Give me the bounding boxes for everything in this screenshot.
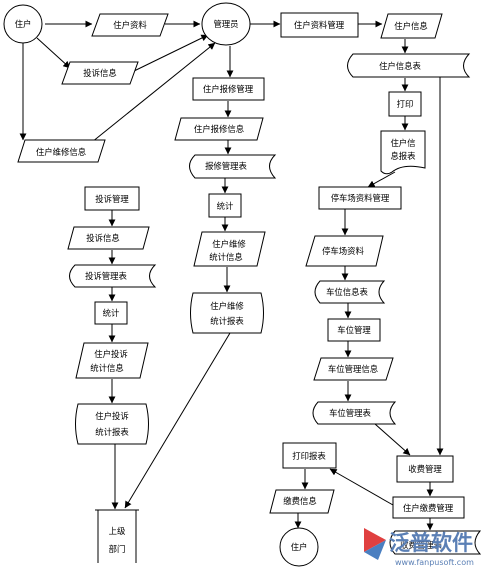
label-repair-stats-info-1: 住户维修 xyxy=(212,239,246,249)
watermark: 泛普软件 www.fanpusoft.com xyxy=(364,528,474,567)
label-complaint-stats-info-2: 统计信息 xyxy=(90,363,124,373)
label-complaint-info: 投诉信息 xyxy=(86,233,120,243)
node-superior-dept: 上级 部门 xyxy=(95,509,139,563)
node-repair-table: 报修管理表 xyxy=(189,154,277,179)
node-maintenance-info-top: 住户维修信息 xyxy=(17,139,106,163)
node-admin: 管理员 xyxy=(201,2,251,46)
label-parking-info: 停车场资料 xyxy=(322,246,364,256)
node-repair-info: 住户报修信息 xyxy=(174,117,264,141)
label-print-report: 打印报表 xyxy=(292,451,326,461)
node-complaint-table: 投诉管理表 xyxy=(69,264,157,288)
label-fee-mgmt: 收费管理 xyxy=(408,464,442,474)
node-complaint-stats-report: 住户投诉 统计报表 xyxy=(75,403,149,445)
watermark-url: www.fanpusoft.com xyxy=(395,558,474,567)
node-resident-bottom: 住户 xyxy=(279,527,319,567)
label-repair-info: 住户报修信息 xyxy=(194,124,244,134)
label-complaint-stats-info-1: 住户投诉 xyxy=(94,349,128,359)
label-complaint-table: 投诉管理表 xyxy=(85,271,127,281)
node-space-mgmt: 车位管理 xyxy=(327,318,381,342)
node-print-report: 打印报表 xyxy=(282,442,337,469)
node-space-info-table: 车位信息表 xyxy=(314,280,386,304)
label-complaint-mgmt: 投诉管理 xyxy=(95,194,129,204)
arrow-resident-fee-to-print-report xyxy=(329,468,394,506)
label-fee-table: 收费管理表 xyxy=(400,540,442,550)
node-repair-stats: 统计 xyxy=(208,193,242,218)
node-resident-fee-mgmt: 住户缴费管理 xyxy=(392,496,465,519)
arrow-maintenance-info-to-admin xyxy=(91,42,216,143)
label-maintenance-info-top: 住户维修信息 xyxy=(36,147,86,157)
node-print: 打印 xyxy=(388,91,422,117)
label-superior-dept-2: 部门 xyxy=(109,544,126,554)
node-space-mgmt-table: 车位管理表 xyxy=(312,401,397,425)
label-admin: 管理员 xyxy=(213,19,238,29)
node-complaint-info: 投诉信息 xyxy=(67,226,150,250)
node-resident-info: 住户资料 xyxy=(91,13,169,37)
label-repair-stats-info-2: 统计信息 xyxy=(209,252,243,262)
node-resident-info-report: 住户信 息报表 xyxy=(380,130,426,175)
node-parking-mgmt: 停车场资料管理 xyxy=(318,186,402,210)
arrow-repair-report-to-superior xyxy=(124,332,231,509)
watermark-brand: 泛普软件 xyxy=(389,531,473,555)
label-repair-stats-report-2: 统计报表 xyxy=(210,316,244,326)
label-space-mgmt-table: 车位管理表 xyxy=(329,408,371,418)
label-resident-info-report-2: 息报表 xyxy=(390,151,416,161)
connectors xyxy=(19,20,444,531)
node-complaint-stats-info: 住户投诉 统计信息 xyxy=(75,342,149,379)
label-space-mgmt: 车位管理 xyxy=(337,325,371,335)
label-print: 打印 xyxy=(397,99,414,109)
label-resident-top: 住户 xyxy=(15,19,32,29)
label-complaint-stats: 统计 xyxy=(103,308,120,318)
label-repair-mgmt: 住户报修管理 xyxy=(203,84,254,94)
label-parking-mgmt: 停车场资料管理 xyxy=(331,193,390,203)
node-space-mgmt-info: 车位管理信息 xyxy=(313,357,394,381)
label-resident-bottom: 住户 xyxy=(291,542,308,552)
node-resident-top: 住户 xyxy=(3,4,43,44)
node-repair-stats-info: 住户维修 统计信息 xyxy=(193,231,266,267)
node-payment-info: 缴费信息 xyxy=(269,489,335,514)
label-payment-info: 缴费信息 xyxy=(283,496,317,506)
label-repair-table: 报修管理表 xyxy=(205,161,247,171)
node-repair-stats-report: 住户维修 统计报表 xyxy=(190,292,264,334)
label-resident-info: 住户资料 xyxy=(113,20,147,30)
label-resident-info-out: 住户信息 xyxy=(394,21,428,31)
label-complaint-stats-report-1: 住户投诉 xyxy=(95,411,129,421)
node-repair-mgmt: 住户报修管理 xyxy=(192,77,265,101)
node-resident-info-out: 住户信息 xyxy=(380,13,443,39)
label-repair-stats-report-1: 住户维修 xyxy=(210,301,244,311)
arrow-report-to-parking-mgmt xyxy=(367,171,396,188)
watermark-logo-icon xyxy=(364,528,386,560)
arrow-complaint-info-to-admin xyxy=(131,34,209,73)
label-complaint-stats-report-2: 统计报表 xyxy=(95,427,129,437)
node-fee-mgmt: 收费管理 xyxy=(396,455,454,483)
node-complaint-info-top: 投诉信息 xyxy=(61,61,139,85)
node-complaint-mgmt: 投诉管理 xyxy=(84,186,140,211)
label-resident-fee-mgmt: 住户缴费管理 xyxy=(403,503,454,513)
node-resident-info-table: 住户信息表 xyxy=(347,53,471,78)
label-resident-info-report-1: 住户信 xyxy=(390,138,415,148)
label-resident-info-table: 住户信息表 xyxy=(379,61,421,71)
node-parking-info: 停车场资料 xyxy=(305,235,384,267)
node-fee-table: 收费管理表 xyxy=(389,530,482,555)
arrow-space-table-to-fee-mgmt xyxy=(374,423,411,456)
label-superior-dept-1: 上级 xyxy=(109,526,126,536)
label-space-info-table: 车位信息表 xyxy=(326,287,368,297)
label-space-mgmt-info: 车位管理信息 xyxy=(328,364,378,374)
label-repair-stats: 统计 xyxy=(217,201,234,211)
node-complaint-stats: 统计 xyxy=(94,301,128,325)
arrow-resident-to-complaint-info xyxy=(36,37,71,69)
label-resident-info-mgmt: 住户资料管理 xyxy=(294,20,345,30)
node-resident-info-mgmt: 住户资料管理 xyxy=(280,12,359,38)
label-complaint-info-top: 投诉信息 xyxy=(83,68,117,78)
